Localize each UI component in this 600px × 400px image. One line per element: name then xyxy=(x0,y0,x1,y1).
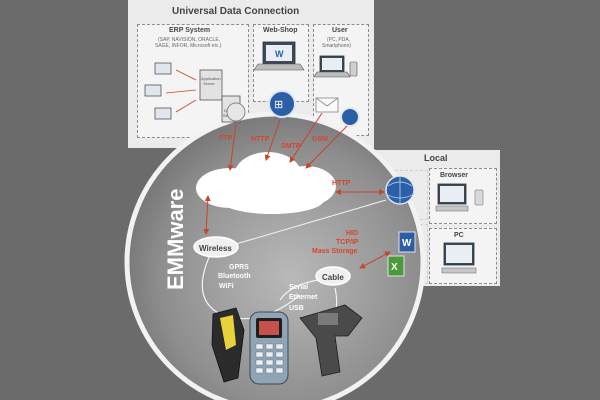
browser-monitor-icon xyxy=(435,183,484,212)
browser-phone-icon xyxy=(474,189,484,206)
app-server-label-2: Server xyxy=(203,81,215,86)
svg-text:W: W xyxy=(275,49,284,59)
webshop-laptop-icon: W xyxy=(253,41,305,71)
user-title: User xyxy=(332,27,348,34)
user-laptop-icon xyxy=(313,55,358,78)
app-server-label-1: Application xyxy=(201,76,221,81)
scanner-pen-device xyxy=(211,307,245,383)
emmware-brand: EMMware xyxy=(163,189,188,290)
hid-label-line-1: HID xyxy=(346,230,359,237)
webshop-title: Web-Shop xyxy=(263,27,298,34)
cable-tech-serial: Serial xyxy=(289,284,309,291)
erp-clients xyxy=(144,62,241,123)
smtp-label: SMTP xyxy=(281,143,301,150)
http-top-label: HTTP xyxy=(251,136,270,143)
erp-client-monitor-2 xyxy=(144,84,162,97)
wireless-label: Wireless xyxy=(199,244,232,253)
cable-tech-ethernet: Ethernet xyxy=(289,294,318,301)
user-subtitle-line-1: (PC, PDA, xyxy=(327,37,351,43)
word-document-icon xyxy=(398,231,416,253)
email-envelope-icon xyxy=(315,97,339,113)
erp-client-monitor-3 xyxy=(154,107,172,120)
hid-label-line-2: TCP/IP xyxy=(336,239,359,246)
cable-tech-usb: USB xyxy=(289,305,304,312)
pc-monitor-icon xyxy=(441,242,477,274)
hid-label-line-3: Mass Storage xyxy=(312,248,358,255)
user-subtitle-line-2: Smartphone) xyxy=(322,43,351,49)
internet-cloud xyxy=(196,152,336,214)
cable-label: Cable xyxy=(322,273,344,282)
hid-arrow xyxy=(359,251,391,269)
ftp-arrow xyxy=(227,123,237,171)
wireless-tech-bluetooth: Bluetooth xyxy=(218,273,251,280)
cable-node xyxy=(315,266,351,286)
local-panel-title: Local xyxy=(424,153,448,163)
data-server-connector-icon xyxy=(226,102,246,122)
wireless-tech-wifi: WiFi xyxy=(219,283,234,290)
ftp-label: FTP xyxy=(219,135,233,142)
pc-title: PC xyxy=(454,232,464,239)
browser-title: Browser xyxy=(440,172,469,179)
erp-client-monitor-1 xyxy=(154,62,172,75)
gsm-label: GSM xyxy=(312,136,328,143)
wireless-tech-gprs: GPRS xyxy=(229,264,249,271)
gsm-phone-icon xyxy=(340,107,360,127)
wireless-internet-line xyxy=(235,199,387,245)
http-right-label: HTTP xyxy=(332,180,351,187)
shop-cart-icon xyxy=(268,90,296,118)
http-top-arrow xyxy=(264,119,281,161)
cart-glyph: ⊞ xyxy=(274,99,283,111)
erp-subtitle-line-1: (SAP, NAVISION, ORACLE, xyxy=(158,37,221,43)
erp-subtitle-line-2: SAGE, INFOR, Microsoft etc.) xyxy=(155,43,222,49)
wireless-node xyxy=(193,236,239,258)
user-phone-icon xyxy=(349,61,358,77)
excel-glyph: X xyxy=(391,262,398,273)
cloud-wireless-arrow xyxy=(203,195,211,235)
word-glyph: W xyxy=(402,238,412,249)
top-panel-title: Universal Data Connection xyxy=(172,6,300,17)
erp-title: ERP System xyxy=(169,27,211,34)
application-server-icon xyxy=(199,69,223,101)
gsm-arrow xyxy=(305,125,348,169)
gun-scanner-device xyxy=(299,304,363,377)
smtp-arrow xyxy=(289,112,323,163)
mobile-computer-device xyxy=(249,311,289,385)
